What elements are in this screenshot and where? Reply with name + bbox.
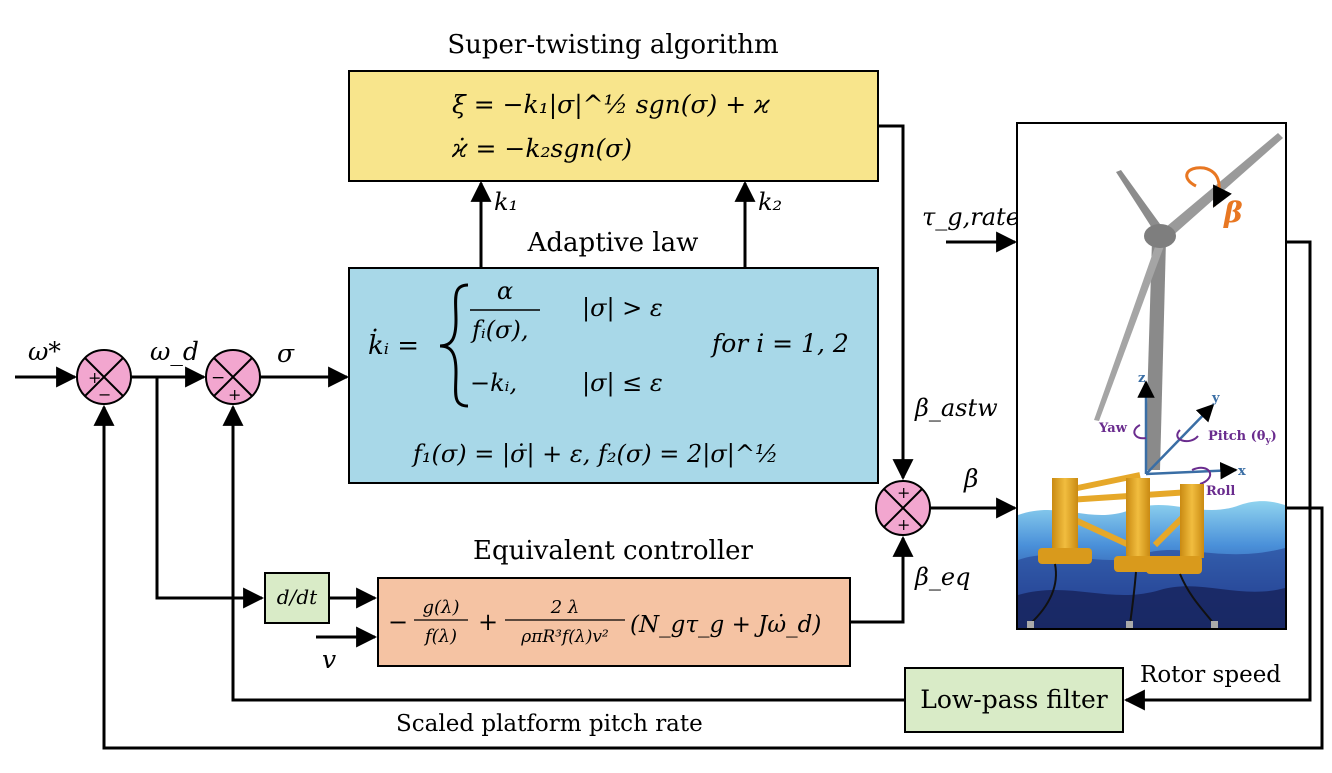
- rotor-speed-label: Rotor speed: [1140, 662, 1281, 688]
- roll-arrow: [1191, 466, 1212, 485]
- pitch-label: Pitch (θy): [1208, 429, 1277, 446]
- cases-brace: [439, 283, 469, 408]
- adaptive-lhs: k̇ᵢ =: [368, 328, 419, 361]
- yaw-label: Yaw: [1098, 421, 1128, 436]
- low-pass-filter-block: Low-pass filter: [904, 667, 1124, 733]
- equivalent-controller-box: [377, 577, 851, 667]
- equivalent-controller-title: Equivalent controller: [473, 536, 754, 566]
- blade-left: [1116, 170, 1160, 228]
- sj2-plus: +: [228, 385, 241, 404]
- super-twisting-title: Super-twisting algorithm: [447, 30, 778, 60]
- pitch-arrow: [1176, 429, 1199, 443]
- minus-sign: −: [388, 608, 408, 636]
- case2-condition: |σ| ≤ ε: [582, 369, 663, 398]
- nacelle: [1144, 224, 1176, 248]
- plus-sign: +: [478, 608, 498, 636]
- k2-label: k₂: [758, 188, 782, 216]
- case2-value: −kᵢ,: [470, 369, 517, 397]
- turbine-tower: [1145, 240, 1166, 470]
- derivative-block: d/dt: [264, 572, 330, 624]
- case1-denominator: fᵢ(σ),: [470, 316, 528, 344]
- signal-lines: [15, 124, 1324, 750]
- summing-junction-1: + −: [76, 349, 132, 405]
- beta-eq-label: β_eq: [914, 563, 970, 591]
- k1-label: k₁: [494, 188, 518, 216]
- adaptive-law-block: Adaptive law k̇ᵢ = α fᵢ(σ), |σ| > ε −kᵢ,…: [348, 228, 879, 484]
- term1-numerator: g(λ): [423, 597, 460, 618]
- super-twisting-eq2: ϰ̇ = −k₂sgn(σ): [451, 134, 632, 163]
- y-axis-label: y: [1211, 391, 1220, 406]
- term2-denominator: ρπR³f(λ)v²: [520, 627, 609, 647]
- term1-denominator: f(λ): [423, 626, 457, 647]
- omega-d-label: ω_d: [150, 337, 199, 366]
- sj3-plus-top: +: [897, 483, 910, 502]
- semi-submersible-platform: [1038, 472, 1204, 574]
- roll-label: Roll: [1206, 484, 1235, 499]
- sj1-minus: −: [98, 385, 111, 404]
- sj2-minus: −: [211, 368, 225, 388]
- v-label: v: [322, 645, 336, 674]
- yaw-arrow: [1133, 424, 1147, 440]
- omega-star-label: ω*: [28, 337, 61, 366]
- case1-numerator: α: [497, 277, 513, 305]
- term2-numerator: 2 λ: [550, 597, 580, 618]
- sj3-plus-bottom: +: [897, 515, 910, 534]
- pitch-rotation-arrow: [1185, 166, 1232, 208]
- derivative-label: d/dt: [277, 585, 318, 609]
- super-twisting-eq1: ξ = −k₁|σ|^½ sgn(σ) + ϰ: [452, 90, 770, 120]
- x-axis-label: x: [1238, 464, 1246, 479]
- gain-arrows: k₁ k₂: [470, 180, 782, 268]
- adaptive-law-box: [348, 267, 879, 484]
- turbine-beta-label: β: [1223, 196, 1243, 229]
- sigma-label: σ: [277, 339, 295, 368]
- summing-junction-2: − +: [205, 349, 261, 405]
- z-axis-label: z: [1138, 371, 1145, 386]
- beta-label: β: [963, 464, 978, 493]
- adaptive-law-title: Adaptive law: [527, 228, 699, 258]
- super-twisting-block: Super-twisting algorithm ξ = −k₁|σ|^½ sg…: [348, 30, 879, 182]
- mooring-lines: [1029, 563, 1215, 625]
- for-clause: for i = 1, 2: [710, 329, 849, 358]
- equivalent-controller-block: Equivalent controller − g(λ) f(λ) + 2 λ …: [377, 536, 851, 667]
- low-pass-filter-label: Low-pass filter: [920, 685, 1108, 714]
- scaled-pitch-rate-label: Scaled platform pitch rate: [396, 711, 703, 737]
- beta-astw-label: β_astw: [914, 394, 998, 422]
- blade-down: [1094, 244, 1164, 421]
- floating-wind-turbine-illustration: β z y x Yaw Pitch (θy) Roll: [1016, 122, 1287, 630]
- case1-condition: |σ| > ε: [582, 294, 663, 323]
- summing-junction-3: + +: [875, 480, 931, 536]
- term2-tail: (N_gτ_g + Jω̇_d): [630, 612, 821, 638]
- super-twisting-box: [348, 70, 879, 182]
- sj1-plus: +: [88, 368, 101, 387]
- f-definitions: f₁(σ) = |σ̇| + ε, f₂(σ) = 2|σ|^½: [411, 440, 778, 469]
